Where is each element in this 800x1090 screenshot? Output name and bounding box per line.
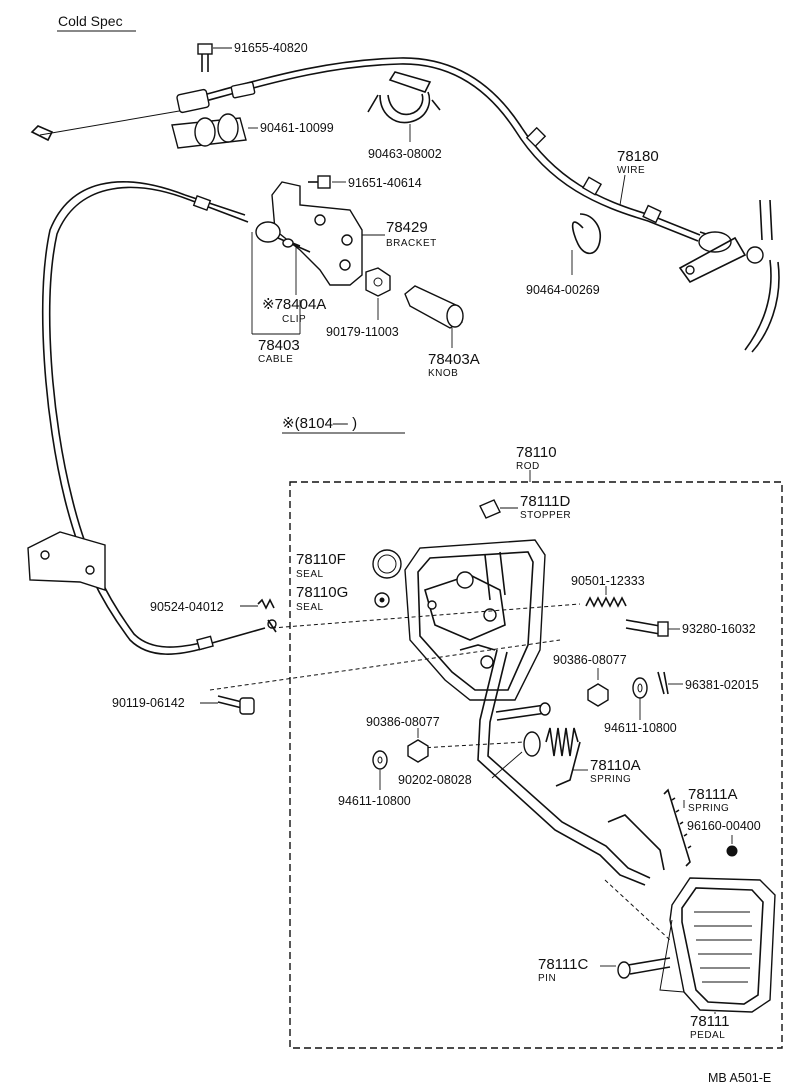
label-91651-40614: 91651-40614 xyxy=(348,176,422,190)
pin-78111c-illustration xyxy=(600,957,671,979)
label-78111a-name: SPRING xyxy=(688,803,729,814)
cable-mount-bracket-illustration xyxy=(27,531,106,591)
spring-78110a-illustration xyxy=(491,727,588,787)
pedal-bracket-illustration xyxy=(404,539,546,701)
label-78110f: 78110F xyxy=(296,551,346,568)
label-90202-08028: 90202-08028 xyxy=(398,773,472,787)
label-90501-12333: 90501-12333 xyxy=(571,574,645,588)
label-78403a-name: KNOB xyxy=(428,368,458,379)
serial-note: ※(8104— ) xyxy=(282,415,357,432)
label-91655-40820: 91655-40820 xyxy=(234,41,308,55)
assembly-line-2 xyxy=(209,639,561,691)
knob-78403a-illustration xyxy=(404,285,464,348)
stopper-78111d-illustration xyxy=(479,499,518,519)
washer-94611-upper-illustration xyxy=(632,677,648,720)
label-78111d: 78111D xyxy=(520,493,570,510)
label-90464-00269: 90464-00269 xyxy=(526,283,600,297)
bushing-90386-upper-illustration xyxy=(587,668,609,707)
grommet-90461-illustration xyxy=(171,113,258,149)
label-78111-name: PEDAL xyxy=(690,1030,725,1041)
label-96160-00400: 96160-00400 xyxy=(687,819,761,833)
assembly-line-4 xyxy=(604,879,671,941)
wire-78180-illustration xyxy=(30,57,701,242)
label-78429: 78429 xyxy=(386,219,428,236)
seal-78110f-illustration xyxy=(372,549,402,579)
cable-78403-illustration xyxy=(42,181,266,655)
label-78403: 78403 xyxy=(258,337,300,354)
label-78404a: ※78404A xyxy=(262,296,326,313)
label-90119-06142: 90119-06142 xyxy=(112,696,185,710)
label-78111c: 78111C xyxy=(538,956,588,973)
label-78110-name: ROD xyxy=(516,461,540,472)
label-78404a-name: CLIP xyxy=(282,314,306,325)
label-78111a: 78111A xyxy=(688,786,738,803)
label-78180: 78180 xyxy=(617,148,659,165)
label-78110a: 78110A xyxy=(590,757,641,774)
label-90463-08002: 90463-08002 xyxy=(368,147,442,161)
label-90386-08077-lower: 90386-08077 xyxy=(366,715,440,729)
label-78110g: 78110G xyxy=(296,584,348,601)
label-78429-name: BRACKET xyxy=(386,238,437,249)
seal-78110g-illustration xyxy=(374,592,390,608)
label-78111: 78111 xyxy=(690,1013,730,1030)
bolt-93280-illustration xyxy=(625,619,680,637)
pin-90524-illustration xyxy=(240,598,277,633)
label-78403-name: CABLE xyxy=(258,354,293,365)
spring-78111a-illustration xyxy=(607,788,692,871)
bushing-90386-lower-illustration xyxy=(407,728,429,763)
pedal-arm-illustration xyxy=(477,649,651,886)
label-90524-04012: 90524-04012 xyxy=(150,600,224,614)
label-90386-08077-upper: 90386-08077 xyxy=(553,653,627,667)
label-94611-10800-upper: 94611-10800 xyxy=(604,721,677,735)
rod-assembly-frame xyxy=(289,481,783,1049)
label-78111c-name: PIN xyxy=(538,973,556,984)
throttle-linkage-illustration xyxy=(678,199,780,353)
label-94611-10800-lower: 94611-10800 xyxy=(338,794,411,808)
label-90461-10099: 90461-10099 xyxy=(260,121,334,135)
diagram-code: MB A501-E xyxy=(708,1071,771,1085)
screw-91651-illustration xyxy=(308,175,346,189)
label-78110a-name: SPRING xyxy=(590,774,631,785)
label-93280-16032: 93280-16032 xyxy=(682,622,756,636)
spring-90501-illustration xyxy=(585,586,627,608)
cotter-pin-96381-illustration xyxy=(657,671,683,695)
bolt-91655-illustration xyxy=(197,43,232,72)
clip-78404a-illustration xyxy=(251,221,311,335)
clamp-90463-illustration xyxy=(367,71,441,142)
washer-94611-lower-illustration xyxy=(372,750,388,790)
label-96381-02015: 96381-02015 xyxy=(685,678,759,692)
bolt-90119-illustration xyxy=(217,695,255,715)
bracket-78429-illustration xyxy=(271,181,385,286)
assembly-line-3 xyxy=(419,741,526,749)
label-78110: 78110 xyxy=(516,444,557,461)
snap-ring-90464-illustration xyxy=(571,213,602,275)
label-78180-name: WIRE xyxy=(617,165,645,176)
label-90179-11003: 90179-11003 xyxy=(326,325,399,339)
label-78111d-name: STOPPER xyxy=(520,510,571,521)
label-78110f-name: SEAL xyxy=(296,569,324,580)
label-78403a: 78403A xyxy=(428,351,480,368)
pedal-78111-illustration xyxy=(659,877,776,1014)
nut-90179-illustration xyxy=(365,267,391,320)
diagram-title: Cold Spec xyxy=(58,13,123,29)
label-78110g-name: SEAL xyxy=(296,602,324,613)
assembly-line-1 xyxy=(271,603,581,629)
clip-96160-illustration xyxy=(726,835,738,857)
